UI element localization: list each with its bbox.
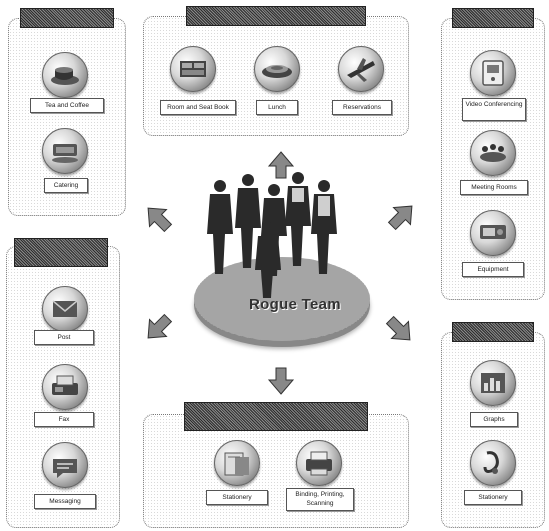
lunch-icon[interactable]	[254, 46, 300, 92]
stationery-right-label: Stationery	[464, 490, 522, 505]
tea-and-coffee-label: Tea and Coffee	[30, 98, 104, 113]
panel-right-header	[452, 322, 534, 342]
messaging-icon[interactable]	[42, 442, 88, 488]
arrow-down-icon	[267, 367, 295, 395]
lunch-label: Lunch	[256, 100, 298, 115]
panel-bottom-center	[143, 414, 409, 528]
meeting-room-icon[interactable]	[470, 130, 516, 176]
video-conference-icon[interactable]	[470, 50, 516, 96]
post-label: Post	[34, 330, 94, 345]
panel-bottom-center-header	[184, 402, 368, 431]
video-conferencing-label: Video Conferencing	[462, 98, 526, 121]
messaging-label: Messaging	[34, 494, 96, 509]
panel-top-left	[8, 18, 126, 216]
equipment-icon[interactable]	[470, 210, 516, 256]
graphs-label: Graphs	[470, 412, 518, 427]
tea-cup-icon[interactable]	[42, 52, 88, 98]
room-and-seat-book-label: Room and Seat Book	[160, 100, 236, 115]
reservations-label: Reservations	[332, 100, 392, 115]
stationery-right-icon[interactable]	[470, 440, 516, 486]
fax-label: Fax	[34, 412, 94, 427]
binding-printing-scanning-label: Binding, Printing, Scanning	[286, 488, 354, 511]
stationery-icon[interactable]	[214, 440, 260, 486]
fax-icon[interactable]	[42, 364, 88, 410]
team-label: Rogue Team	[249, 296, 341, 313]
reservations-icon[interactable]	[338, 46, 384, 92]
panel-top-right-header	[452, 8, 534, 28]
catering-icon[interactable]	[42, 128, 88, 174]
room-booking-icon[interactable]	[170, 46, 216, 92]
equipment-label: Equipment	[462, 262, 524, 277]
meeting-rooms-label: Meeting Rooms	[460, 180, 528, 195]
arrow-up-right-icon	[387, 205, 413, 231]
panel-top-center-header	[186, 6, 366, 26]
arrow-up-icon	[267, 151, 295, 179]
panel-top-left-header	[20, 8, 114, 28]
team-people-image	[207, 172, 337, 298]
catering-label: Catering	[44, 178, 88, 193]
printing-icon[interactable]	[296, 440, 342, 486]
graphs-icon[interactable]	[470, 360, 516, 406]
arrow-down-left-icon	[147, 313, 173, 339]
arrow-down-right-icon	[385, 315, 411, 341]
team-platform	[194, 257, 370, 341]
arrow-up-left-icon	[147, 207, 173, 233]
post-icon[interactable]	[42, 286, 88, 332]
panel-left-header	[14, 238, 108, 267]
stationery-label: Stationery	[206, 490, 268, 505]
